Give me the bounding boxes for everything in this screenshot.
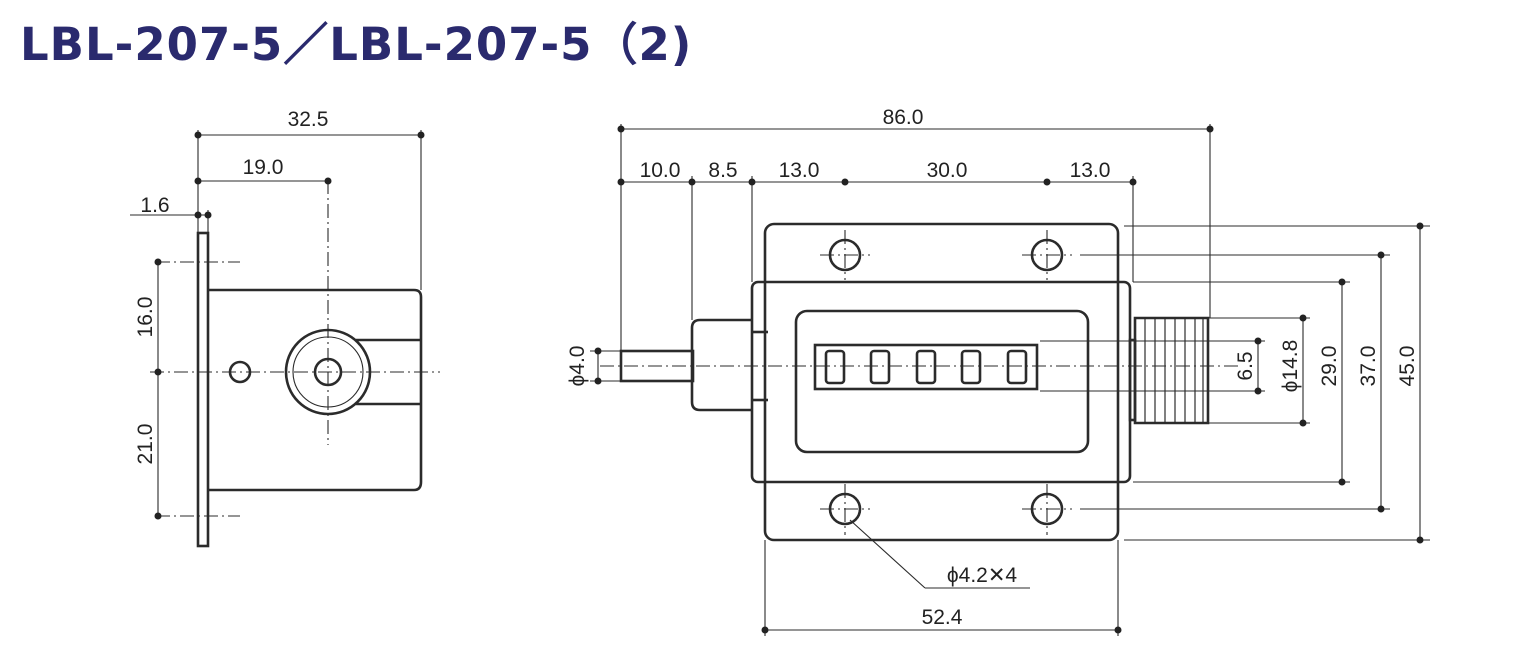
dim-21-0: 21.0 xyxy=(134,424,157,465)
counter-digits xyxy=(824,349,1028,385)
counter-digit xyxy=(915,349,937,385)
dim-52-4: 52.4 xyxy=(922,606,963,629)
dim-1-6: 1.6 xyxy=(140,194,169,217)
dim-10-0: 10.0 xyxy=(640,159,681,182)
front-mounting-plate xyxy=(763,222,1120,542)
knurled-knob xyxy=(1133,316,1210,425)
counter-display xyxy=(813,343,1039,391)
dim-32-5: 32.5 xyxy=(288,108,329,131)
dim-29-0: 29.0 xyxy=(1318,346,1341,387)
dim-phi-4-0: ϕ4.0 xyxy=(566,346,589,387)
dim-8-5: 8.5 xyxy=(708,159,737,182)
side-view: 32.5 19.0 1.6 16.0 21.0 xyxy=(130,108,440,548)
side-mounting-plate xyxy=(196,231,210,548)
dim-16-0: 16.0 xyxy=(134,297,157,338)
dim-19-0: 19.0 xyxy=(243,156,284,179)
dim-13-0-right: 13.0 xyxy=(1070,159,1111,182)
front-collar xyxy=(690,318,752,412)
side-knob-housing xyxy=(356,338,421,406)
dim-37-0: 37.0 xyxy=(1357,346,1380,387)
page-title: LBL-207-5／LBL-207-5（2) xyxy=(20,18,693,71)
counter-digit xyxy=(824,349,846,385)
counter-digit xyxy=(960,349,982,385)
dim-6-5: 6.5 xyxy=(1234,351,1257,380)
dim-30-0: 30.0 xyxy=(927,159,968,182)
front-view: 86.0 10.0 8.5 13.0 30.0 13.0 ϕ4.0 6 xyxy=(566,106,1430,636)
dim-45-0: 45.0 xyxy=(1396,346,1419,387)
counter-digit xyxy=(1006,349,1028,385)
dim-13-0-left: 13.0 xyxy=(779,159,820,182)
dim-phi-4-2x4: ϕ4.2✕4 xyxy=(947,564,1018,587)
dim-phi-14-8: ϕ14.8 xyxy=(1279,340,1302,393)
front-window-frame xyxy=(794,309,1090,454)
counter-digit xyxy=(869,349,891,385)
dim-86-0: 86.0 xyxy=(883,106,924,129)
side-body xyxy=(208,288,423,492)
knurl-lines xyxy=(1144,318,1204,423)
